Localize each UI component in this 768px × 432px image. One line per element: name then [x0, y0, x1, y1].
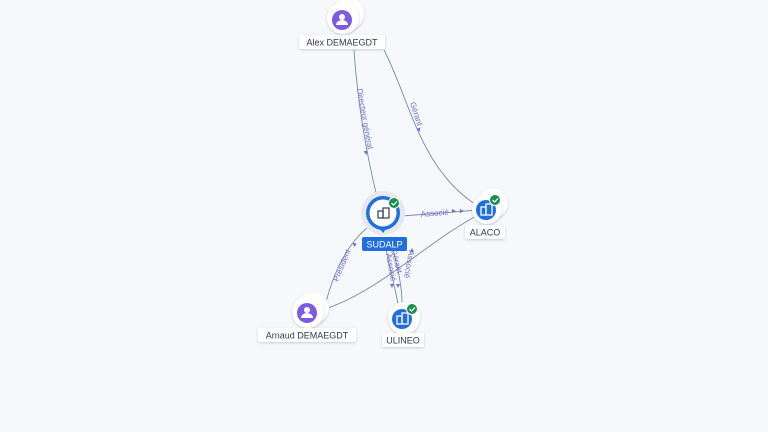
edge-label-president: Président	[332, 247, 353, 282]
arrow-icon	[460, 209, 464, 213]
building-icon	[377, 207, 390, 219]
node-alex-demaegdt[interactable]: Alex DEMAEGDT	[299, 0, 385, 49]
edge-label-directeur-general: Directeur général	[355, 88, 375, 150]
edge-alex-alaco[interactable]: Gérant	[383, 49, 479, 207]
arrow-icon	[410, 248, 414, 252]
verified-check-icon	[406, 303, 418, 315]
verified-check-icon	[388, 197, 400, 209]
edge-alex-sudalp[interactable]: Directeur général	[353, 49, 378, 198]
node-label-arnaud: Arnaud DEMAEGDT	[266, 331, 349, 341]
node-label-ulineo: ULINEO	[386, 336, 420, 346]
arrow-icon	[352, 242, 357, 247]
arrow-icon	[363, 150, 368, 155]
node-arnaud-demaegdt[interactable]: Arnaud DEMAEGDT	[258, 292, 356, 342]
person-icon	[336, 14, 348, 25]
node-ulineo[interactable]: ULINEO	[382, 302, 424, 347]
edge-sudalp-alaco[interactable]: Associé	[401, 208, 479, 219]
verified-check-icon	[489, 194, 501, 206]
node-label-sudalp: SUDALP	[366, 240, 402, 250]
node-label-alaco: ALACO	[470, 228, 501, 238]
arrow-icon	[452, 209, 456, 213]
node-label-alex: Alex DEMAEGDT	[306, 38, 378, 48]
arrow-icon	[390, 284, 394, 288]
arrow-icon	[396, 284, 400, 288]
edge-label-associe: Associé	[420, 208, 449, 219]
arrow-icon	[416, 127, 421, 132]
building-icon	[396, 312, 409, 325]
building-icon	[480, 203, 493, 216]
node-sudalp[interactable]: SUDALP	[361, 191, 407, 251]
person-icon	[301, 307, 313, 318]
node-alaco[interactable]: ALACO	[465, 188, 508, 239]
edge-arnaud-alaco[interactable]	[327, 213, 481, 309]
